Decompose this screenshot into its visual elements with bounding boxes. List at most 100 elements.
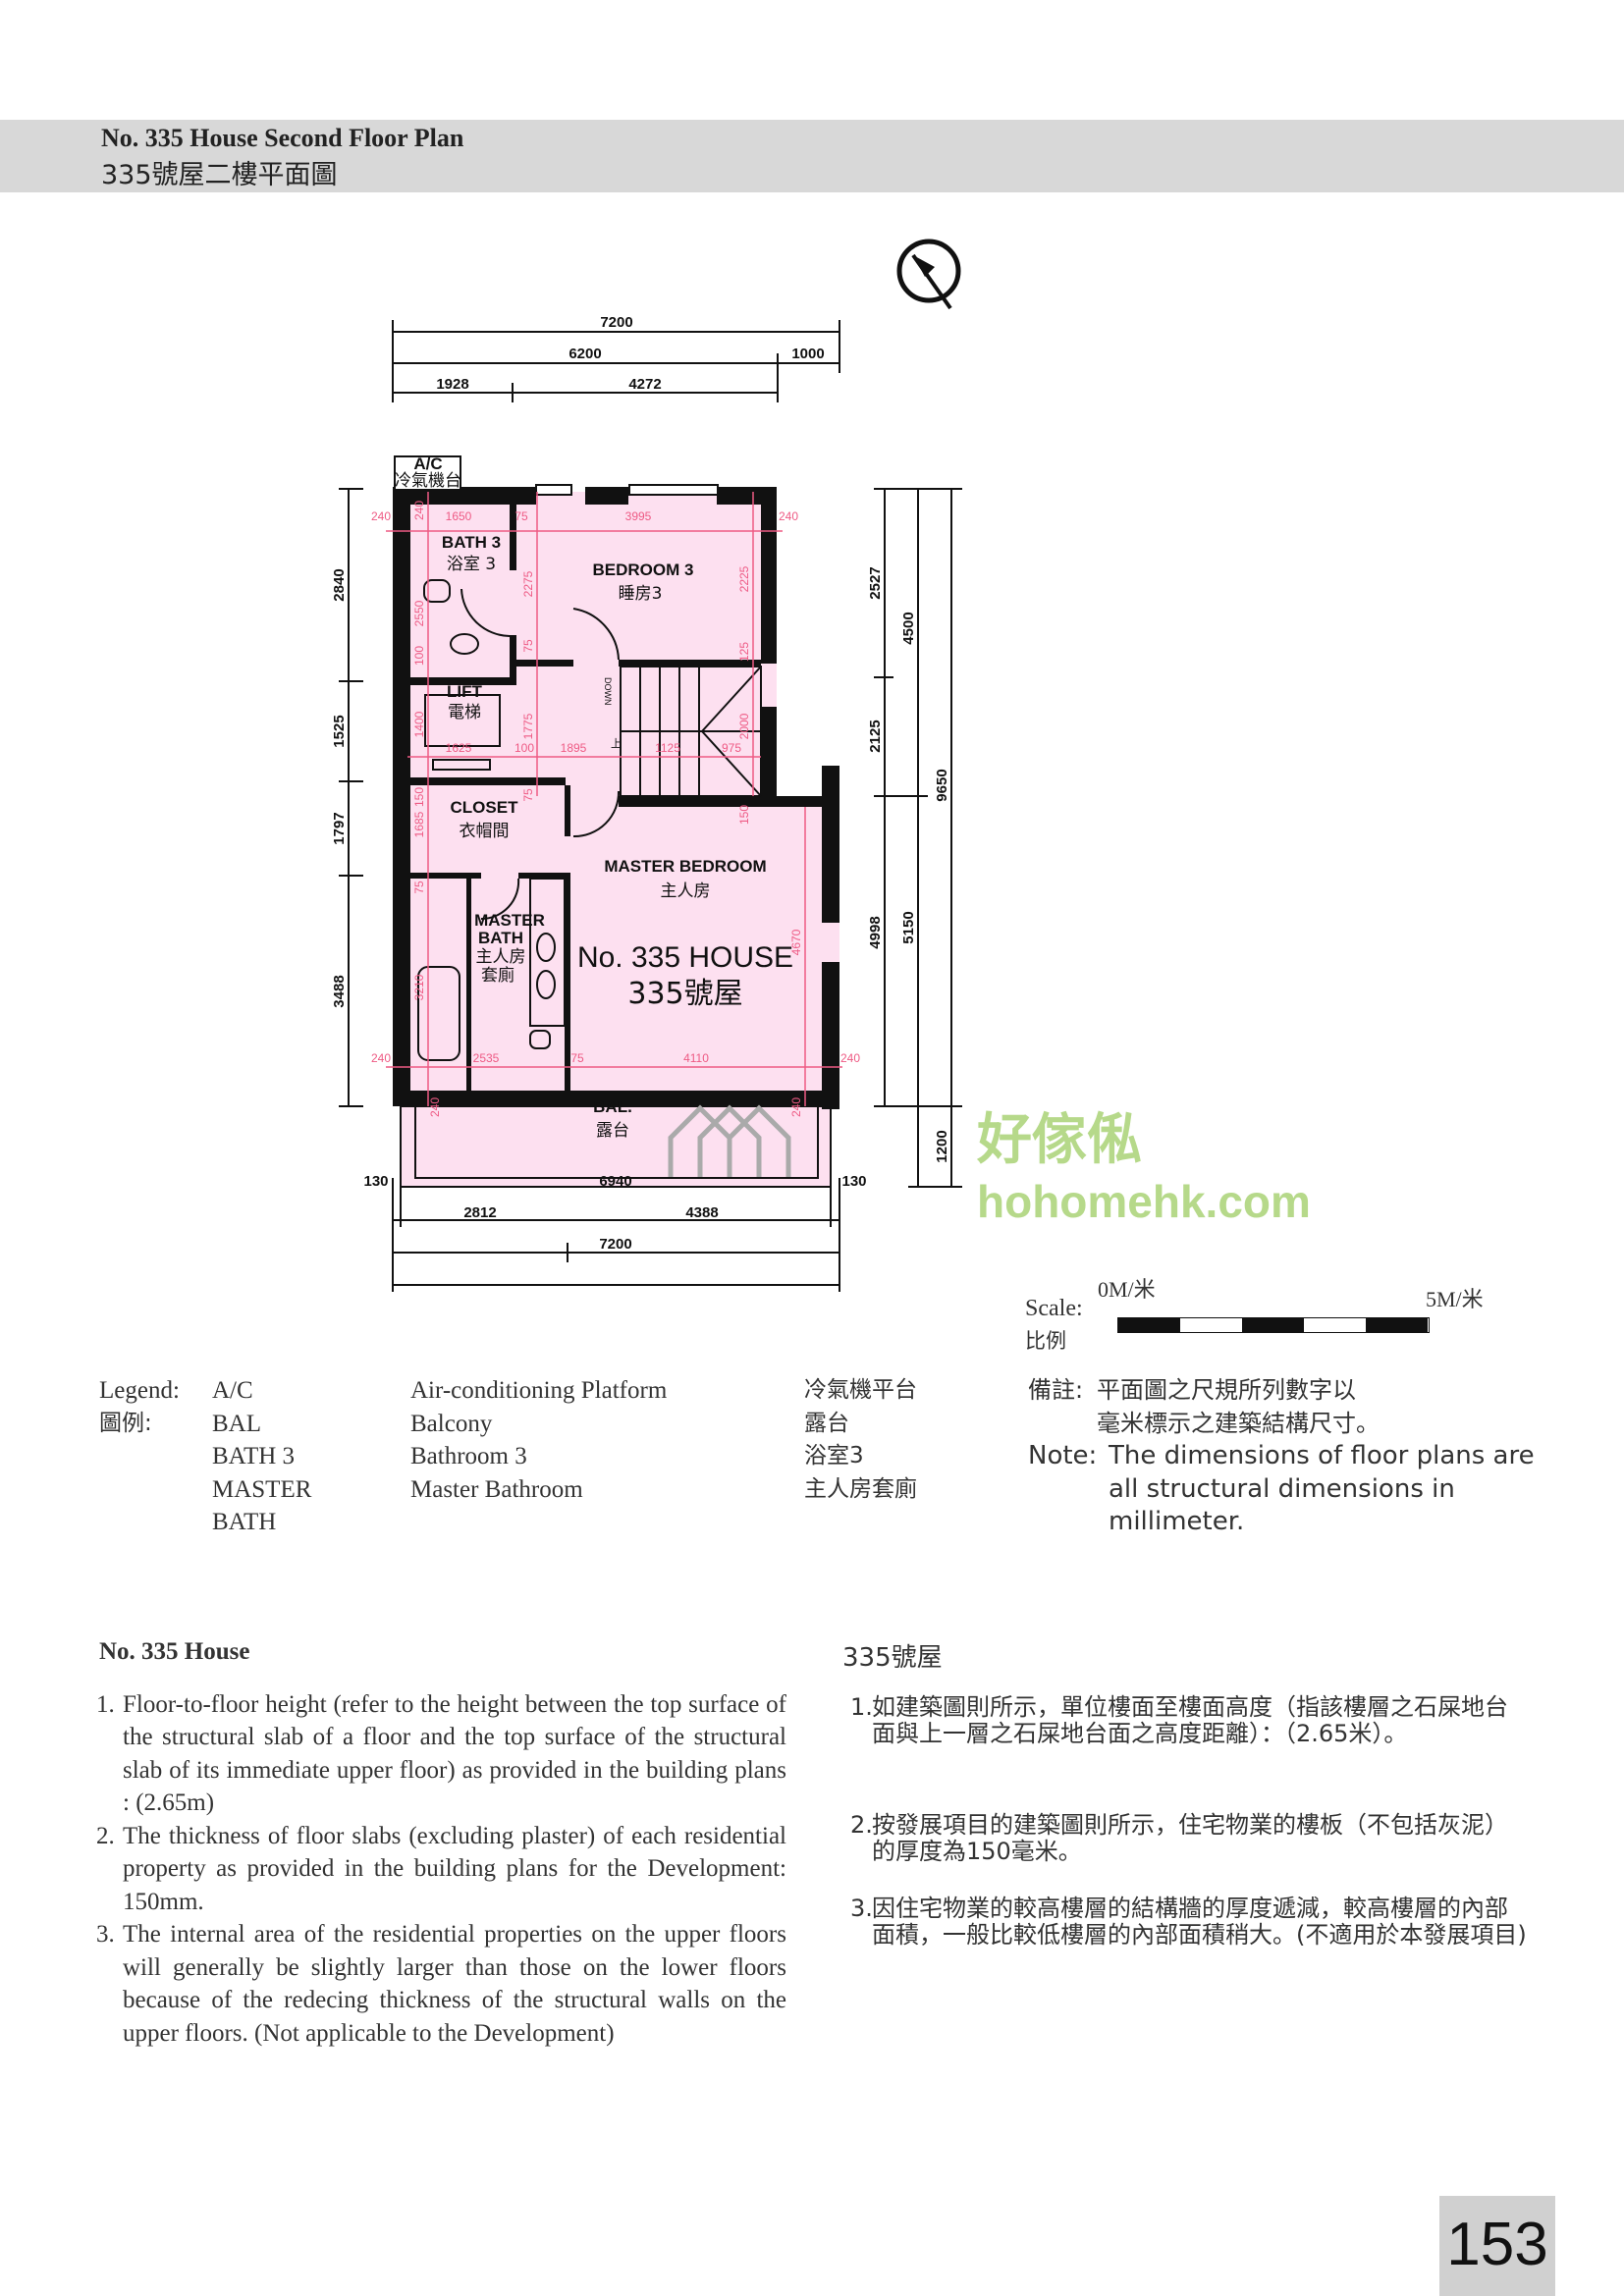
dim-label: 7200 [599,1236,631,1253]
dim-label: 1200 [934,1130,950,1162]
notes-en-item: The thickness of floor slabs (excluding … [121,1820,786,1919]
label-ac: A/C [413,454,442,473]
pink-dim: 100 [514,741,534,755]
pink-dim: 100 [412,646,426,666]
legend-zh: 露台 [804,1410,849,1436]
scale-start: 0M/米 [1098,1277,1156,1302]
dim-label: 6940 [599,1173,631,1190]
label-down: DOWN [603,677,613,706]
pink-dim: 1400 [412,711,426,737]
note-zh-line: 毫米標示之建築結構尺寸。 [1097,1409,1380,1437]
pink-dimension-labels: 240 1650 75 3995 240 240 2275 2225 2550 … [371,501,860,1117]
pink-dim: 3995 [625,509,652,523]
pink-dim: 3210 [412,974,426,1000]
item-number: 2. [850,1811,873,1839]
pink-dim: 75 [412,881,426,894]
pink-dim: 125 [737,642,751,662]
dim-label: 4500 [900,612,917,644]
page-number: 153 [1446,2211,1548,2278]
label-up: 上 [611,737,622,750]
pink-dim: 240 [779,509,798,523]
pink-dim: 4110 [683,1051,709,1065]
label-closet: CLOSET [451,798,519,817]
note-en-line: millimeter. [1109,1507,1245,1536]
page-header: No. 335 House Second Floor Plan 335號屋二樓平… [0,120,1624,192]
plan-title-en: No. 335 House Second Floor Plan [101,124,464,152]
pink-dim: 975 [722,741,741,755]
pink-dim: 75 [514,509,528,523]
label-house: No. 335 HOUSE [577,941,793,974]
dim-label: 1525 [331,715,348,747]
legend-en: Air-conditioning Platform [410,1377,668,1404]
label-master-bath-2: BATH [478,929,523,947]
dim-label: 3488 [331,975,348,1007]
pink-dim: 2535 [473,1051,500,1065]
legend-abbr: MASTER BATH [212,1475,312,1536]
pink-dim: 150 [737,805,751,825]
dim-label: 2840 [331,568,348,601]
legend-title-zh: 圖例: [99,1410,152,1436]
label-bal-zh: 露台 [596,1121,629,1141]
label-bath3: BATH 3 [442,533,501,552]
pink-dim: 240 [840,1051,860,1065]
pink-dim: 2000 [737,713,751,739]
dim-label: 4272 [628,376,661,393]
dim-label: 9650 [934,769,950,801]
item-number: 1. [850,1693,873,1721]
notes-zh: 335號屋 1.如建築圖則所示，單位樓面至樓面高度（指該樓層之石屎地台面與上一層… [842,1637,1530,1951]
scale-label-zh: 比例 [1025,1329,1066,1353]
notes-en-item: Floor-to-floor height (refer to the heig… [121,1688,786,1820]
dim-label: 5150 [900,911,917,943]
label-lift: LIFT [447,682,482,701]
dimension-lines [339,320,962,1292]
dim-label: 1928 [436,376,468,393]
pink-dim: 240 [789,1097,803,1117]
notes-zh-item: 3.因住宅物業的較高樓層的結構牆的厚度遞減，較高樓層的內部面積，一般比較低樓層的… [850,1896,1528,1949]
scale-label: Scale: [1025,1296,1083,1321]
dim-label: 1797 [331,812,348,844]
note-en-line: The dimensions of floor plans are [1109,1441,1535,1470]
note-en-label: Note: [1028,1441,1098,1470]
legend-row: BAL Balcony 露台 [212,1408,917,1441]
item-text: 因住宅物業的較高樓層的結構牆的厚度遞減，較高樓層的內部面積，一般比較低樓層的內部… [872,1895,1527,1949]
legend-en: Balcony [410,1410,493,1437]
room-labels: A/C 冷氣機台 BATH 3 浴室 3 BEDROOM 3 睡房3 LIFT … [395,454,793,1141]
pink-dim: 240 [412,501,426,520]
item-text: 如建築圖則所示，單位樓面至樓面高度（指該樓層之石屎地台面與上一層之石屎地台面之高… [872,1693,1508,1747]
scale-end: 5M/米 [1426,1287,1484,1311]
page-number-box: 153 [1439,2196,1555,2296]
label-master-bedroom-zh: 主人房 [661,881,711,901]
note-block: 備註:平面圖之尺規所列數字以 毫米標示之建築結構尺寸。 Note:The dim… [1028,1374,1535,1539]
notes-zh-item: 2.按發展項目的建築圖則所示，住宅物業的樓板（不包括灰泥）的厚度為150毫米。 [850,1812,1528,1865]
label-ac-zh: 冷氣機台 [395,471,461,491]
notes-en: No. 335 House Floor-to-floor height (ref… [99,1635,786,2050]
dim-label: 2527 [867,566,884,599]
dim-label: 1000 [791,346,824,362]
legend-en: Master Bathroom [410,1475,583,1503]
pink-dim: 75 [570,1051,584,1065]
legend-abbr: BATH 3 [212,1443,296,1469]
item-number: 3. [850,1895,873,1922]
label-closet-zh: 衣帽間 [460,822,510,841]
pink-dim: 1650 [446,509,472,523]
label-bal: BAL. [593,1097,632,1116]
label-master-bath-zh-2: 套廁 [481,965,514,986]
watermark-zh: 好傢俬 [976,1108,1142,1172]
note-zh-line: 平面圖之尺規所列數字以 [1097,1376,1356,1404]
legend-abbr: A/C [212,1377,253,1404]
pink-dim: 2225 [737,565,751,592]
pink-dim: 1125 [655,741,680,755]
dim-label: 130 [363,1173,388,1190]
label-bedroom3: BEDROOM 3 [593,561,694,579]
notes-zh-item: 1.如建築圖則所示，單位樓面至樓面高度（指該樓層之石屎地台面與上一層之石屎地台面… [850,1694,1528,1747]
pink-dim: 150 [412,787,426,807]
pink-dim: 1685 [412,811,426,837]
note-en-line: all structural dimensions in [1109,1473,1455,1504]
pink-dim: 1775 [521,713,535,739]
pink-dim: 240 [371,1051,391,1065]
label-bath3-zh: 浴室 3 [447,555,496,574]
legend-abbr: BAL [212,1410,261,1437]
